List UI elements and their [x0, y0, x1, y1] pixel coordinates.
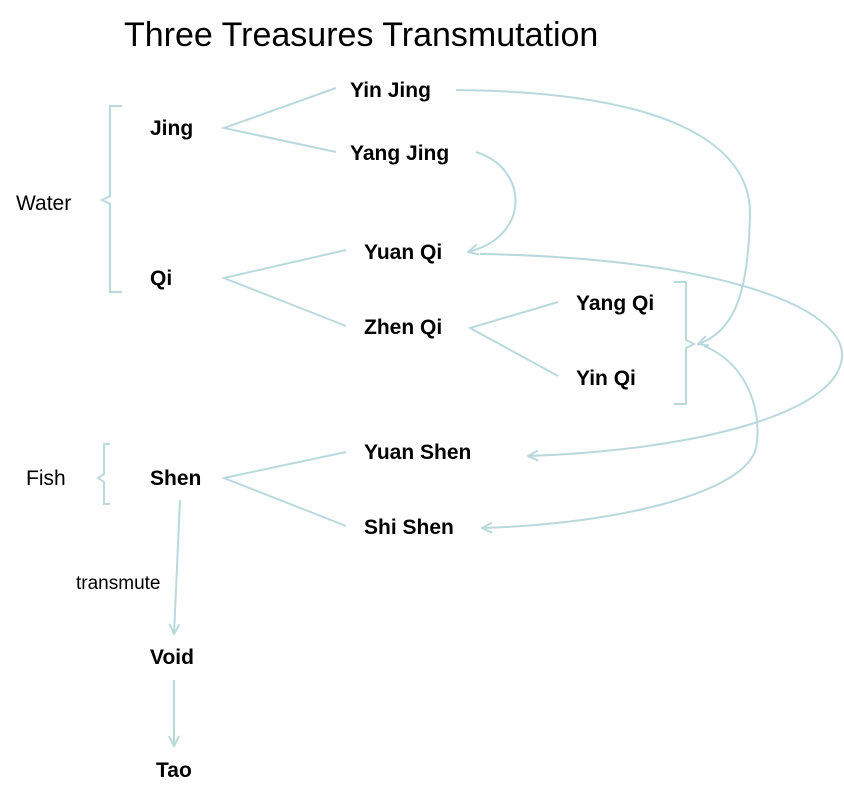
fish-bracket	[96, 443, 110, 505]
node-qi: Qi	[150, 267, 173, 290]
node-yang-qi: Yang Qi	[576, 292, 655, 315]
node-jing: Jing	[150, 117, 194, 140]
node-yang-jing: Yang Jing	[350, 142, 450, 165]
qi-right-bracket	[674, 281, 697, 405]
zhen-qi-fork	[467, 301, 559, 377]
node-yuan-shen: Yuan Shen	[364, 441, 472, 464]
node-yuan-qi: Yuan Qi	[364, 241, 443, 264]
water-bracket	[99, 105, 122, 293]
group-label-fish: Fish	[26, 467, 66, 490]
node-void: Void	[150, 646, 194, 669]
arrow-yang-jing-to-yuan-qi	[468, 151, 517, 252]
qi-fork	[220, 249, 347, 327]
diagram-title: Three Treasures Transmutation	[124, 16, 599, 54]
arrow-yin-jing-to-qi-bracket	[455, 89, 752, 344]
node-zhen-qi: Zhen Qi	[364, 316, 443, 339]
node-shen: Shen	[150, 467, 202, 490]
edge-label-transmute: transmute	[76, 573, 161, 594]
node-tao: Tao	[156, 759, 192, 782]
arrow-yuan-qi-to-yuan-shen	[479, 253, 844, 456]
node-yin-jing: Yin Jing	[350, 79, 431, 102]
shen-fork	[220, 451, 347, 527]
node-yin-qi: Yin Qi	[576, 367, 636, 390]
arrow-qi-bracket-to-shi-shen	[482, 345, 759, 528]
group-label-water: Water	[16, 192, 72, 215]
arrow-shen-to-void	[174, 499, 181, 634]
node-shi-shen: Shi Shen	[364, 516, 454, 539]
jing-fork	[220, 87, 337, 153]
